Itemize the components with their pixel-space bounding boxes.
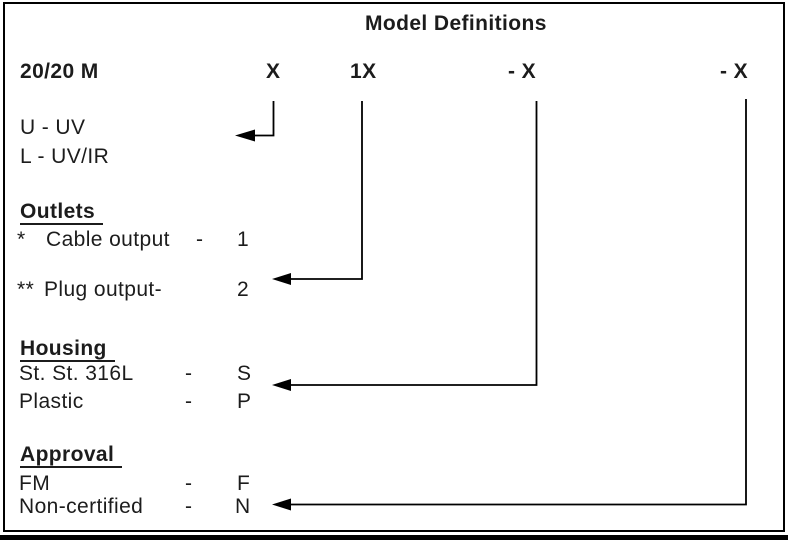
housing-option-plastic-code: P: [237, 390, 252, 413]
approval-option-fm-code: F: [237, 472, 251, 495]
footnote-marker: **: [17, 278, 35, 301]
detector-option-uvir: L - UV/IR: [20, 145, 110, 168]
diagram-border: [3, 2, 785, 532]
housing-option-steel-label: St. St. 316L: [19, 362, 134, 385]
code-position-2: 1X: [350, 60, 377, 83]
footnote-marker: *: [17, 228, 26, 251]
separator-dash: -: [185, 362, 193, 385]
outlets-option-cable-code: 1: [237, 228, 250, 251]
bottom-edge-bar: [0, 535, 788, 540]
separator-dash: -: [196, 228, 204, 251]
code-position-4: - X: [719, 60, 748, 83]
housing-heading: Housing: [20, 338, 115, 362]
separator-dash: -: [185, 495, 193, 518]
approval-option-noncert-label: Non-certified: [19, 495, 144, 518]
separator-dash: -: [185, 472, 193, 495]
outlets-option-plug-label: Plug output-: [44, 278, 163, 301]
approval-option-noncert-code: N: [235, 495, 251, 518]
housing-option-plastic-label: Plastic: [19, 390, 84, 413]
approval-heading: Approval: [20, 444, 123, 468]
outlets-option-cable-label: Cable output: [46, 228, 170, 251]
code-position-3: - X: [507, 60, 536, 83]
housing-option-steel-code: S: [237, 362, 252, 385]
diagram-title: Model Definitions: [365, 12, 547, 35]
detector-option-uv: U - UV: [20, 116, 86, 139]
model-prefix: 20/20 M: [20, 60, 99, 83]
outlets-heading: Outlets: [20, 201, 104, 225]
approval-option-fm-label: FM: [19, 472, 51, 495]
code-position-1: X: [266, 60, 281, 83]
outlets-option-plug-code: 2: [237, 278, 250, 301]
separator-dash: -: [185, 390, 193, 413]
